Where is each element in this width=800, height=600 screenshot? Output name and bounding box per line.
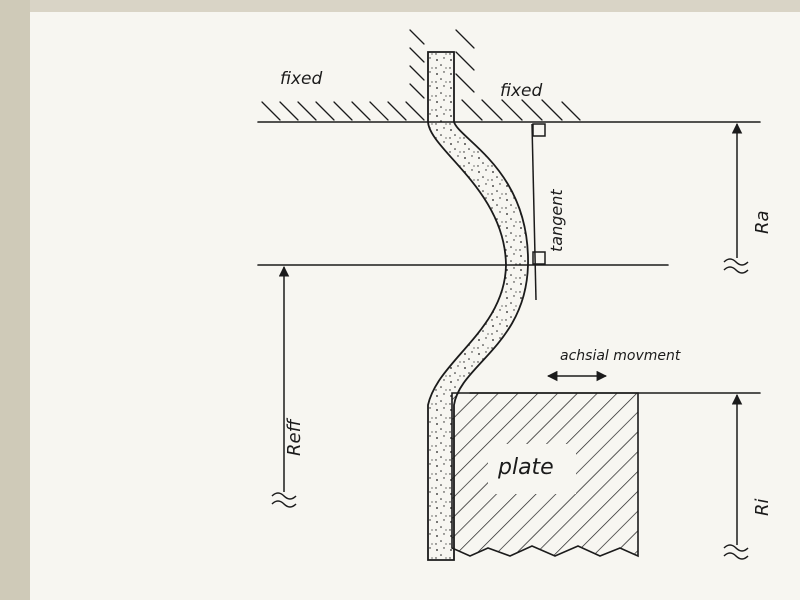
break-mark-ra bbox=[723, 258, 749, 274]
break-mark-reff bbox=[271, 492, 297, 508]
break-mark-ri bbox=[723, 544, 749, 560]
desk-strip bbox=[0, 0, 30, 600]
right-angle-mark-top bbox=[532, 123, 546, 137]
reff-label: Reff bbox=[284, 417, 305, 456]
fixed-label-left: fixed bbox=[280, 69, 323, 89]
bellows-element bbox=[427, 51, 529, 561]
fixed-wall-hatch-right bbox=[455, 29, 581, 121]
paper-sheet bbox=[30, 12, 800, 600]
plate-label: plate bbox=[497, 455, 554, 480]
ri-label: Ri bbox=[752, 498, 773, 516]
fixed-label-right: fixed bbox=[500, 81, 543, 101]
tangent-line bbox=[531, 123, 537, 301]
ra-label: Ra bbox=[752, 210, 773, 234]
tangent-label: tangent bbox=[547, 189, 566, 252]
right-angle-mark-middle bbox=[532, 251, 546, 265]
plate bbox=[451, 392, 639, 558]
axial-movement-label: achsial movment bbox=[560, 348, 681, 364]
fixed-wall-hatch-left bbox=[261, 29, 425, 121]
